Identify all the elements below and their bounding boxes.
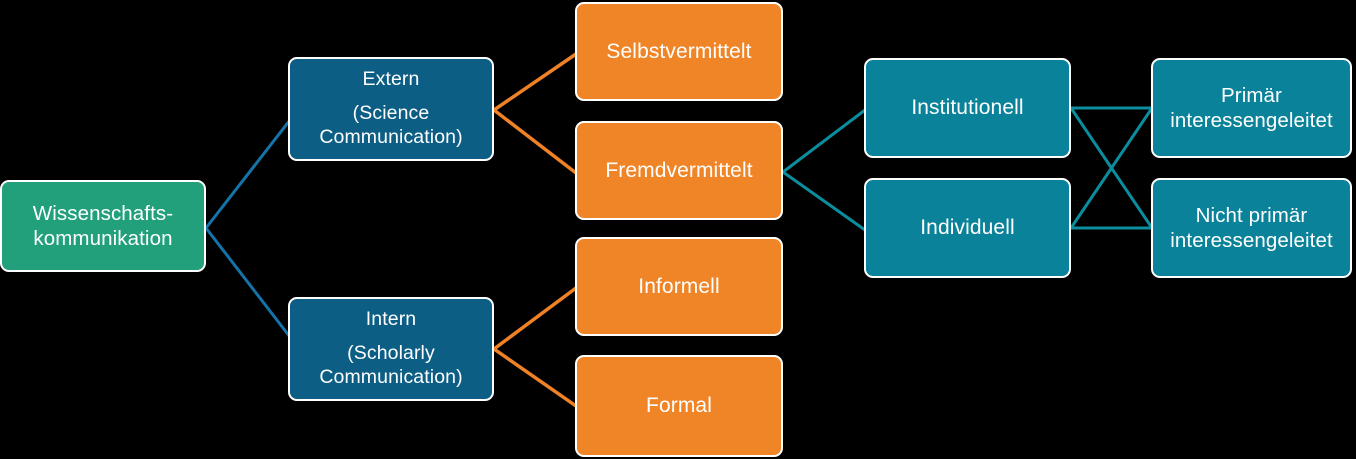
edge-intern-formal: [493, 347, 577, 408]
edge-individuell-primaer: [1069, 107, 1154, 229]
node-label-line-1: Primär: [1221, 84, 1282, 107]
edge-extern-selbstvermittelt: [493, 52, 577, 112]
node-fremdvermittelt[interactable]: Fremdvermittelt: [575, 121, 783, 220]
edge-fremdvermittelt-individuell: [782, 170, 866, 232]
node-label-line-2: (Scholarly: [347, 342, 435, 365]
node-label-line-2: (Science: [352, 102, 430, 125]
node-wissenschaftskommunikation[interactable]: Wissenschafts- kommunikation: [0, 180, 206, 272]
node-label: Fremdvermittelt: [605, 158, 753, 182]
node-label: Individuell: [920, 216, 1015, 240]
node-label-line-2: kommunikation: [33, 227, 173, 250]
node-label-line-3: Communication): [319, 366, 463, 389]
node-formal[interactable]: Formal: [575, 355, 783, 457]
node-label: Selbstvermittelt: [606, 39, 752, 63]
node-selbstvermittelt[interactable]: Selbstvermittelt: [575, 2, 783, 101]
node-primaer-interessengeleitet[interactable]: Primär interessengeleitet: [1151, 58, 1352, 158]
edge-extern-fremdvermittelt: [492, 108, 578, 175]
edge-root-intern: [204, 227, 292, 338]
node-label-line-2: interessengeleitet: [1170, 229, 1333, 252]
node-individuell[interactable]: Individuell: [864, 178, 1071, 278]
node-label-line-1: Intern: [365, 307, 417, 330]
node-label: Institutionell: [911, 96, 1024, 120]
node-label-line-3: Communication): [319, 126, 463, 149]
node-intern[interactable]: Intern (Scholarly Communication): [288, 297, 494, 401]
node-label: Formal: [646, 394, 712, 418]
node-extern[interactable]: Extern (Science Communication): [288, 57, 494, 161]
node-label-line-1: Nicht primär: [1195, 204, 1308, 227]
node-label-line-2: interessengeleitet: [1170, 109, 1333, 132]
node-nicht-primaer-interessengeleitet[interactable]: Nicht primär interessengeleitet: [1151, 178, 1352, 278]
edge-root-extern: [204, 119, 292, 229]
edge-institutionell-nichtprimaer: [1069, 107, 1154, 229]
node-informell[interactable]: Informell: [575, 237, 783, 336]
node-institutionell[interactable]: Institutionell: [864, 58, 1071, 158]
node-label: Informell: [638, 274, 720, 298]
node-label-line-1: Wissenschafts-: [32, 202, 174, 225]
edge-fremdvermittelt-institutionell: [782, 108, 866, 174]
edge-intern-informell: [492, 286, 578, 351]
node-label-line-1: Extern: [362, 67, 420, 90]
